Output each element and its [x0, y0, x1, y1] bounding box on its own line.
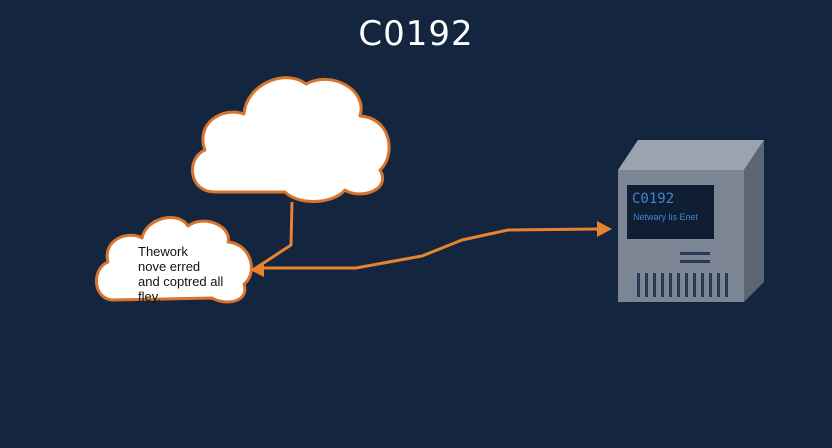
main-cloud-icon [191, 76, 391, 203]
server-link-connector [256, 227, 599, 270]
arrowhead-left-icon [250, 261, 264, 277]
speech-bubble-text: Thework nove erred and coptred all fley. [138, 244, 248, 304]
server-vent-icon [637, 252, 728, 297]
speech-cloud-icon [95, 216, 253, 304]
bubble-line: and coptred all [138, 274, 224, 289]
bubble-line: fley. [138, 289, 161, 304]
diagram-title: C0192 [358, 14, 474, 54]
arrowhead-right-icon [597, 221, 612, 237]
server-screen [627, 185, 714, 239]
cloud-to-bubble-connector [255, 201, 294, 270]
connector-lines [250, 201, 612, 277]
bubble-line: nove erred [138, 259, 201, 274]
server-tower-icon [618, 140, 764, 302]
bubble-line: Thework [138, 244, 188, 259]
server-screen-code: C0192 [632, 191, 675, 207]
server-screen-caption: Netwary lis Enet [633, 212, 699, 222]
